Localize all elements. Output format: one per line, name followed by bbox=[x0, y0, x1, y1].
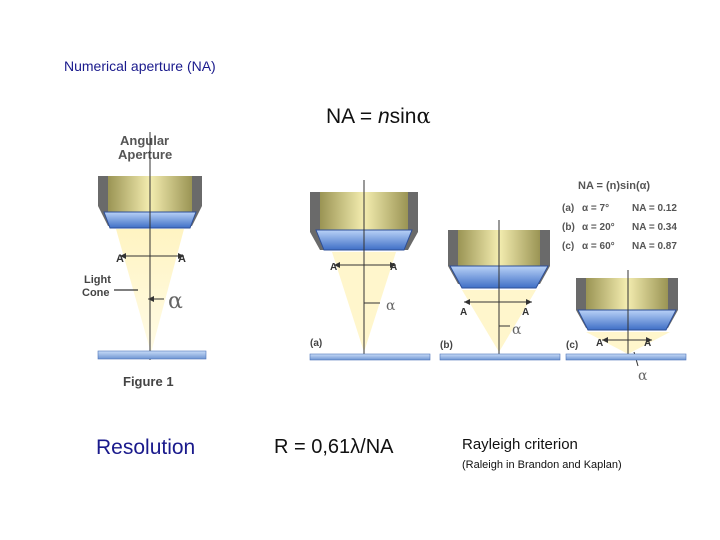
svg-text:(c): (c) bbox=[566, 340, 578, 351]
svg-text:(a): (a) bbox=[310, 338, 322, 349]
svg-text:α = 7°: α = 7° bbox=[582, 203, 609, 214]
legend-row-b: (b) α = 20° NA = 0.34 bbox=[562, 222, 677, 233]
resolution-formula: R = 0,61λ/NA bbox=[274, 436, 394, 458]
svg-text:α: α bbox=[386, 298, 396, 314]
panel-b: A A α (b) bbox=[439, 220, 561, 361]
svg-text:(c): (c) bbox=[562, 241, 574, 252]
svg-text:NA = 0.34: NA = 0.34 bbox=[632, 222, 677, 233]
panel-c: A A α (c) bbox=[565, 270, 687, 384]
svg-text:α: α bbox=[512, 322, 522, 338]
aperture-label: Aperture bbox=[118, 147, 172, 162]
svg-text:NA = 0.87: NA = 0.87 bbox=[632, 241, 677, 252]
svg-text:A: A bbox=[390, 262, 397, 273]
svg-text:α = 20°: α = 20° bbox=[582, 222, 615, 233]
svg-text:(a): (a) bbox=[562, 203, 574, 214]
svg-text:(b): (b) bbox=[562, 222, 575, 233]
rayleigh-note: (Raleigh in Brandon and Kaplan) bbox=[462, 459, 622, 471]
svg-text:α: α bbox=[638, 368, 648, 384]
figure1-a-right: A bbox=[178, 253, 186, 265]
slide-title: Numerical aperture (NA) bbox=[64, 58, 216, 74]
svg-text:α = 60°: α = 60° bbox=[582, 241, 615, 252]
figure-1-caption: Figure 1 bbox=[123, 374, 174, 389]
angular-label: Angular bbox=[120, 133, 169, 148]
svg-text:NA = 0.12: NA = 0.12 bbox=[632, 203, 677, 214]
svg-text:A: A bbox=[522, 307, 529, 318]
panel-a: A A α (a) bbox=[309, 180, 431, 361]
legend-row-a: (a) α = 7° NA = 0.12 bbox=[562, 203, 677, 214]
svg-text:A: A bbox=[330, 262, 337, 273]
svg-text:A: A bbox=[644, 338, 651, 349]
cone-label: Cone bbox=[82, 287, 110, 299]
light-label: Light bbox=[84, 274, 111, 286]
figure1-a-left: A bbox=[116, 253, 124, 265]
svg-text:A: A bbox=[596, 338, 603, 349]
na-formula: NA = nsinα bbox=[326, 104, 431, 128]
svg-text:(b): (b) bbox=[440, 340, 453, 351]
figure-1-diagram: Angular Aperture A A Light Cone α Figure… bbox=[82, 132, 207, 389]
svg-text:A: A bbox=[460, 307, 467, 318]
rayleigh-criterion: Rayleigh criterion bbox=[462, 436, 578, 453]
figure-2-diagram: NA = (n)sin(α) (a) α = 7° NA = 0.12 (b) … bbox=[309, 180, 687, 384]
figure1-alpha: α bbox=[168, 289, 183, 314]
legend-row-c: (c) α = 60° NA = 0.87 bbox=[562, 241, 677, 252]
legend-formula: NA = (n)sin(α) bbox=[578, 180, 650, 192]
resolution-label: Resolution bbox=[96, 436, 196, 459]
